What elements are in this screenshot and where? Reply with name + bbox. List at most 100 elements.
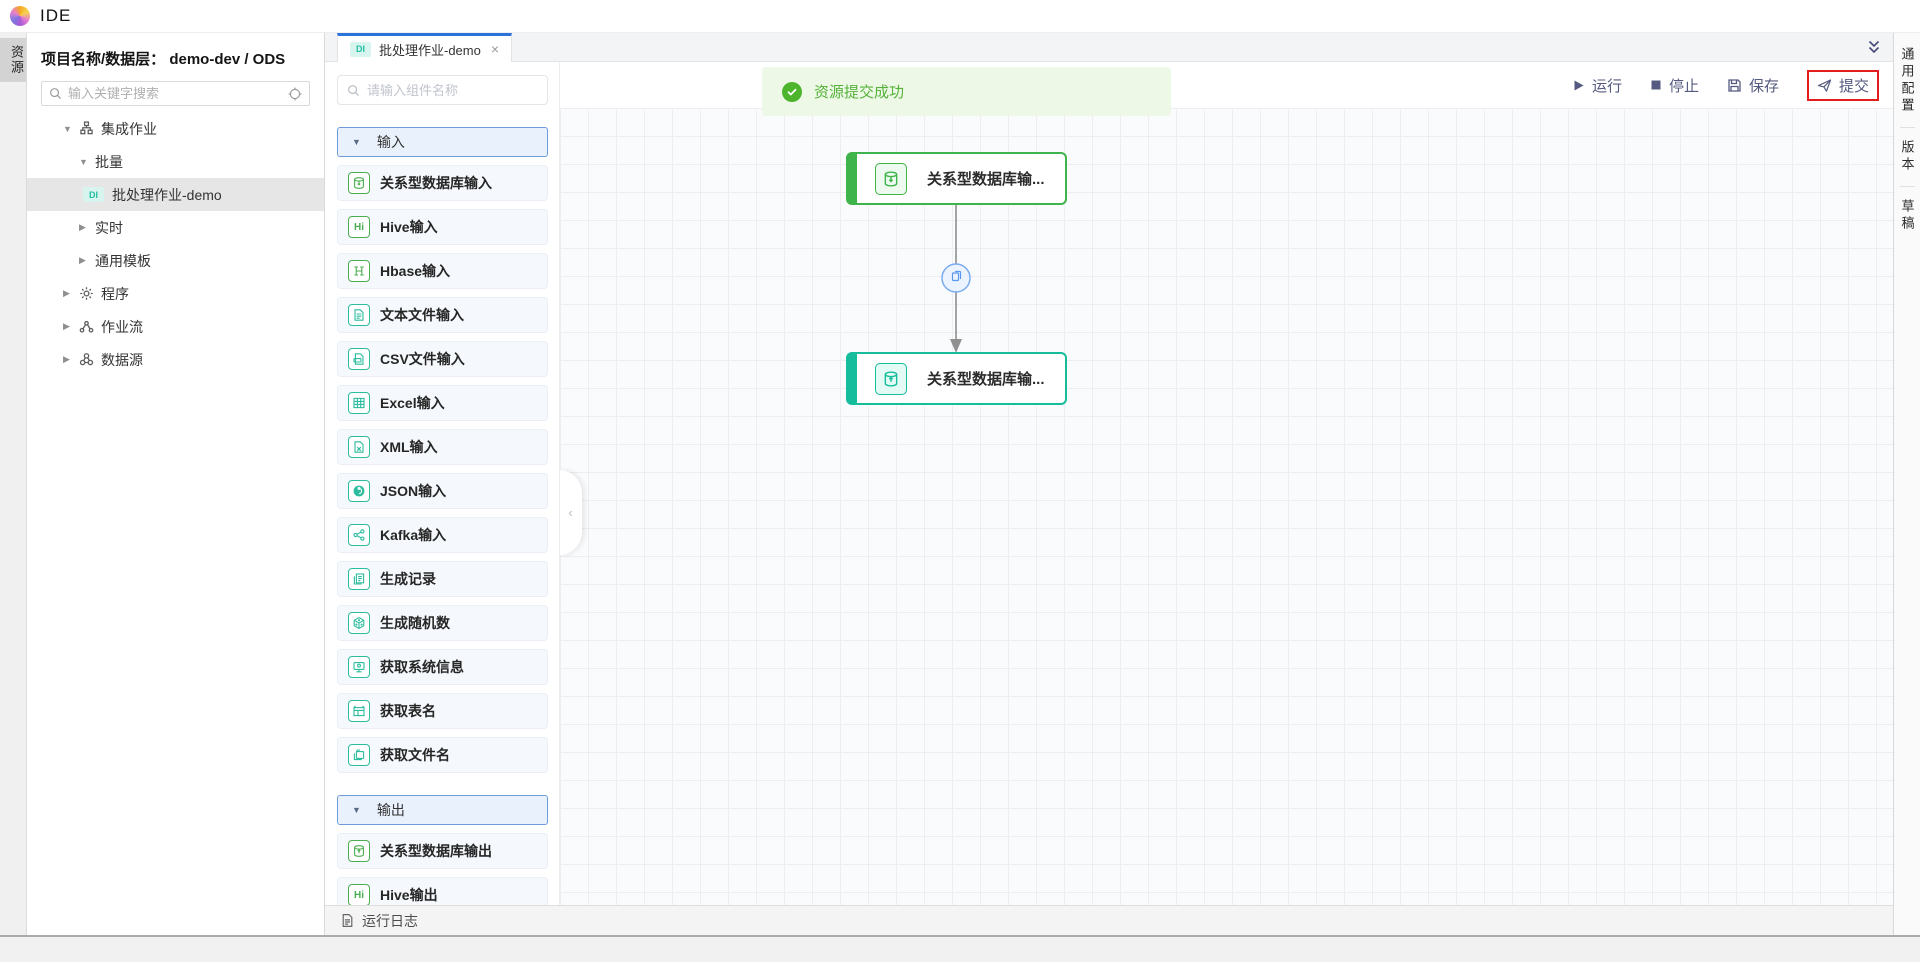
flow-edge[interactable] bbox=[938, 205, 974, 357]
palette-collapse-handle[interactable]: ‹ bbox=[560, 470, 582, 555]
save-icon bbox=[1727, 78, 1742, 93]
palette-item-json-input[interactable]: JSON输入 bbox=[337, 473, 548, 509]
run-log-bar[interactable]: 运行日志 bbox=[325, 905, 1893, 935]
palette-item-hbase-input[interactable]: Hbase输入 bbox=[337, 253, 548, 289]
palette-item-text-file-input[interactable]: 文本文件输入 bbox=[337, 297, 548, 333]
section-input[interactable]: ▼ 输入 bbox=[337, 127, 548, 157]
caret-right-icon[interactable]: ▶ bbox=[79, 222, 86, 232]
database-input-icon bbox=[348, 172, 370, 194]
app-logo-icon bbox=[10, 6, 30, 26]
text-file-icon bbox=[348, 304, 370, 326]
locate-icon[interactable] bbox=[288, 87, 302, 101]
double-chevron-down-icon[interactable] bbox=[1865, 38, 1883, 56]
tree-item-realtime[interactable]: ▶ 实时 bbox=[27, 211, 324, 244]
divider bbox=[1899, 186, 1915, 187]
canvas-toolbar: 运行 停止 保存 提交 bbox=[1572, 62, 1879, 108]
node-db-input[interactable]: 关系型数据库输... bbox=[846, 152, 1067, 205]
sidebar-item-draft[interactable]: 草稿 bbox=[1899, 199, 1915, 233]
tree-item-batch[interactable]: ▼ 批量 bbox=[27, 145, 324, 178]
palette-item-label: Hive输入 bbox=[380, 219, 438, 235]
tree-item-label: 批处理作业-demo bbox=[112, 186, 222, 203]
palette-item-generate-random[interactable]: 生成随机数 bbox=[337, 605, 548, 641]
palette-item-xml-input[interactable]: XML输入 bbox=[337, 429, 548, 465]
submit-label: 提交 bbox=[1838, 77, 1869, 95]
database-output-icon bbox=[348, 840, 370, 862]
file-name-icon bbox=[348, 744, 370, 766]
resource-tab[interactable]: 资源 bbox=[0, 38, 26, 82]
xml-icon bbox=[348, 436, 370, 458]
tree-item-integration-jobs[interactable]: ▼ 集成作业 bbox=[27, 112, 324, 145]
flow-canvas[interactable]: 资源提交成功 运行 停止 保存 bbox=[560, 62, 1893, 905]
caret-down-icon[interactable]: ▼ bbox=[79, 156, 88, 167]
run-log-label: 运行日志 bbox=[362, 912, 418, 929]
system-info-icon bbox=[348, 656, 370, 678]
tree-item-program[interactable]: ▶ 程序 bbox=[27, 277, 324, 310]
chevron-left-icon: ‹ bbox=[568, 505, 573, 520]
tree-item-label: 批量 bbox=[95, 153, 123, 170]
palette-item-csv-file-input[interactable]: CSV文件输入 bbox=[337, 341, 548, 377]
palette-item-hive-output[interactable]: Hi Hive输出 bbox=[337, 877, 548, 905]
save-label: 保存 bbox=[1748, 77, 1779, 95]
palette-item-db-input[interactable]: 关系型数据库输入 bbox=[337, 165, 548, 201]
palette-item-label: 关系型数据库输入 bbox=[380, 175, 492, 191]
hbase-icon bbox=[348, 260, 370, 282]
palette-item-label: Excel输入 bbox=[380, 395, 445, 411]
sidebar-item-version[interactable]: 版本 bbox=[1899, 140, 1915, 174]
palette-item-label: 获取表名 bbox=[380, 703, 436, 719]
tab-batch-job-demo[interactable]: DI 批处理作业-demo × bbox=[337, 33, 513, 62]
palette-item-db-output[interactable]: 关系型数据库输出 bbox=[337, 833, 548, 869]
palette-item-generate-records[interactable]: 生成记录 bbox=[337, 561, 548, 597]
palette-item-hive-input[interactable]: Hi Hive输入 bbox=[337, 209, 548, 245]
kafka-icon bbox=[348, 524, 370, 546]
node-db-output[interactable]: 关系型数据库输... bbox=[846, 352, 1067, 405]
palette-item-system-info[interactable]: 获取系统信息 bbox=[337, 649, 548, 685]
tree-item-label: 实时 bbox=[95, 219, 123, 236]
save-button[interactable]: 保存 bbox=[1727, 75, 1779, 96]
tree-item-batch-job-demo[interactable]: DI 批处理作业-demo bbox=[27, 178, 324, 211]
gear-icon bbox=[79, 286, 94, 301]
tree-search-box[interactable] bbox=[41, 81, 310, 106]
caret-right-icon[interactable]: ▶ bbox=[79, 255, 86, 265]
tree-item-workflow[interactable]: ▶ 作业流 bbox=[27, 310, 324, 343]
palette-search-box[interactable] bbox=[337, 75, 548, 105]
search-icon bbox=[347, 84, 360, 97]
stop-icon bbox=[1650, 79, 1662, 91]
palette-item-excel-input[interactable]: Excel输入 bbox=[337, 385, 548, 421]
hive-icon: Hi bbox=[348, 216, 370, 238]
submit-highlight-box: 提交 bbox=[1806, 69, 1879, 101]
project-header: 项目名称/数据层： demo-dev / ODS bbox=[41, 51, 286, 68]
caret-right-icon[interactable]: ▶ bbox=[63, 288, 70, 298]
arrowhead-icon bbox=[950, 339, 962, 353]
palette-item-label: Hive输出 bbox=[380, 887, 438, 903]
close-icon[interactable]: × bbox=[490, 41, 500, 57]
caret-down-icon[interactable]: ▼ bbox=[63, 123, 72, 134]
palette-item-label: Hbase输入 bbox=[380, 263, 451, 279]
sidebar-item-general-config[interactable]: 通用配置 bbox=[1899, 47, 1915, 115]
tree-item-general-template[interactable]: ▶ 通用模板 bbox=[27, 244, 324, 277]
section-output[interactable]: ▼ 输出 bbox=[337, 795, 548, 825]
submit-button[interactable]: 提交 bbox=[1817, 75, 1869, 96]
palette-search-input[interactable] bbox=[367, 82, 543, 98]
tree-search-input[interactable] bbox=[68, 86, 288, 101]
di-badge: DI bbox=[83, 187, 104, 202]
canvas-grid[interactable] bbox=[560, 108, 1893, 905]
database-input-icon bbox=[875, 162, 907, 195]
tree-item-datasource[interactable]: ▶ 数据源 bbox=[27, 343, 324, 376]
caret-right-icon[interactable]: ▶ bbox=[63, 354, 70, 364]
explorer-panel: 项目名称/数据层： demo-dev / ODS ▼ 集成作业 ▼ 批量 bbox=[27, 33, 325, 935]
caret-right-icon[interactable]: ▶ bbox=[63, 321, 70, 331]
stop-button[interactable]: 停止 bbox=[1650, 75, 1699, 96]
palette-item-label: JSON输入 bbox=[380, 483, 447, 499]
tree-item-label: 数据源 bbox=[101, 351, 143, 368]
palette-item-kafka-input[interactable]: Kafka输入 bbox=[337, 517, 548, 553]
palette-item-get-table-name[interactable]: 获取表名 bbox=[337, 693, 548, 729]
run-button[interactable]: 运行 bbox=[1572, 75, 1622, 96]
caret-down-icon: ▼ bbox=[352, 805, 361, 815]
work-zone: DI 批处理作业-demo × ▼ 输入 bbox=[325, 33, 1893, 935]
success-toast: 资源提交成功 bbox=[762, 67, 1171, 116]
hierarchy-icon bbox=[79, 121, 94, 136]
node-accent-bar bbox=[848, 354, 857, 403]
palette-item-get-file-name[interactable]: 获取文件名 bbox=[337, 737, 548, 773]
tree-item-label: 通用模板 bbox=[95, 252, 151, 269]
node-accent-bar bbox=[848, 154, 857, 203]
